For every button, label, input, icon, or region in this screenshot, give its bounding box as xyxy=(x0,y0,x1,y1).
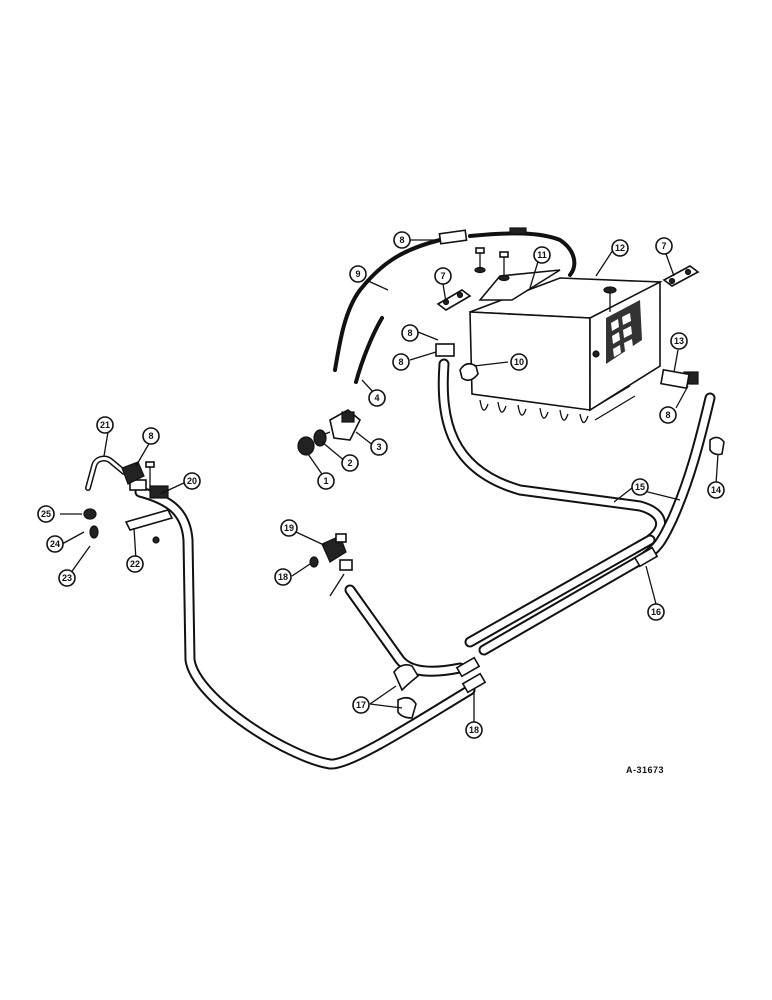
callout-18-left: 18 xyxy=(274,568,292,586)
callout-8-top: 8 xyxy=(393,231,411,249)
svg-text:16: 16 xyxy=(651,607,661,617)
tee-fitting xyxy=(309,533,353,571)
water-valve xyxy=(319,409,361,441)
svg-text:24: 24 xyxy=(50,539,60,549)
svg-text:4: 4 xyxy=(374,393,379,403)
svg-text:18: 18 xyxy=(278,572,288,582)
callout-16: 16 xyxy=(647,603,665,621)
callout-8-left: 8 xyxy=(142,427,160,445)
mounting-bolts xyxy=(474,247,617,312)
svg-text:11: 11 xyxy=(537,250,547,260)
control-cable-wire xyxy=(354,316,384,384)
svg-text:10: 10 xyxy=(514,357,524,367)
callout-12: 12 xyxy=(611,239,629,257)
svg-text:8: 8 xyxy=(665,410,670,420)
callout-8-clamp: 8 xyxy=(401,324,419,342)
callout-14: 14 xyxy=(707,481,725,499)
svg-text:2: 2 xyxy=(347,458,352,468)
heater-hoses xyxy=(134,358,716,770)
svg-text:8: 8 xyxy=(399,235,404,245)
svg-text:17: 17 xyxy=(356,700,366,710)
callout-9: 9 xyxy=(349,265,367,283)
svg-text:13: 13 xyxy=(674,336,684,346)
hose-elbow-lower xyxy=(397,696,417,719)
svg-text:19: 19 xyxy=(284,523,294,533)
callout-18-lower: 18 xyxy=(465,721,483,739)
svg-text:20: 20 xyxy=(187,476,197,486)
callout-3: 3 xyxy=(370,438,388,456)
callout-8-hose: 8 xyxy=(392,353,410,371)
callout-23: 23 xyxy=(58,569,76,587)
callout-10: 10 xyxy=(510,353,528,371)
callout-24: 24 xyxy=(46,535,64,553)
hose-clamps xyxy=(129,343,725,694)
callout-11: 11 xyxy=(533,246,551,264)
cable-end xyxy=(509,227,527,235)
control-cable-upper xyxy=(468,231,577,277)
svg-text:14: 14 xyxy=(711,485,721,495)
svg-text:18: 18 xyxy=(469,725,479,735)
callout-20: 20 xyxy=(183,472,201,490)
svg-text:12: 12 xyxy=(615,243,625,253)
callout-7-right: 7 xyxy=(655,237,673,255)
svg-text:15: 15 xyxy=(635,482,645,492)
svg-text:8: 8 xyxy=(407,328,412,338)
callout-21: 21 xyxy=(96,416,114,434)
svg-text:8: 8 xyxy=(148,431,153,441)
callout-2: 2 xyxy=(341,454,359,472)
svg-text:7: 7 xyxy=(661,241,666,251)
callout-8-right: 8 xyxy=(659,406,677,424)
heater-grille xyxy=(606,300,642,364)
mounting-strip-right xyxy=(662,265,700,287)
callout-25: 25 xyxy=(37,505,55,523)
svg-text:1: 1 xyxy=(323,476,328,486)
callout-4: 4 xyxy=(368,389,386,407)
svg-text:7: 7 xyxy=(440,271,445,281)
heater-unit xyxy=(469,269,663,424)
callout-17: 17 xyxy=(352,696,370,714)
drawing-reference-code: A-31673 xyxy=(626,765,665,775)
callout-22: 22 xyxy=(126,555,144,573)
svg-text:25: 25 xyxy=(41,509,51,519)
callout-15: 15 xyxy=(631,478,649,496)
svg-text:9: 9 xyxy=(355,269,360,279)
svg-text:23: 23 xyxy=(62,573,72,583)
control-cable xyxy=(333,238,442,372)
mounting-strip-left xyxy=(436,289,472,311)
svg-text:21: 21 xyxy=(100,420,110,430)
cable-clamp-upper xyxy=(438,229,468,245)
svg-text:3: 3 xyxy=(376,442,381,452)
svg-text:8: 8 xyxy=(398,357,403,367)
callout-1: 1 xyxy=(317,472,335,490)
callout-19: 19 xyxy=(280,519,298,537)
hose-elbow-upper xyxy=(393,664,420,692)
svg-text:22: 22 xyxy=(130,559,140,569)
callout-13: 13 xyxy=(670,332,688,350)
callout-7-left: 7 xyxy=(434,267,452,285)
drain-fittings xyxy=(83,455,174,544)
valve-knob xyxy=(297,436,315,456)
